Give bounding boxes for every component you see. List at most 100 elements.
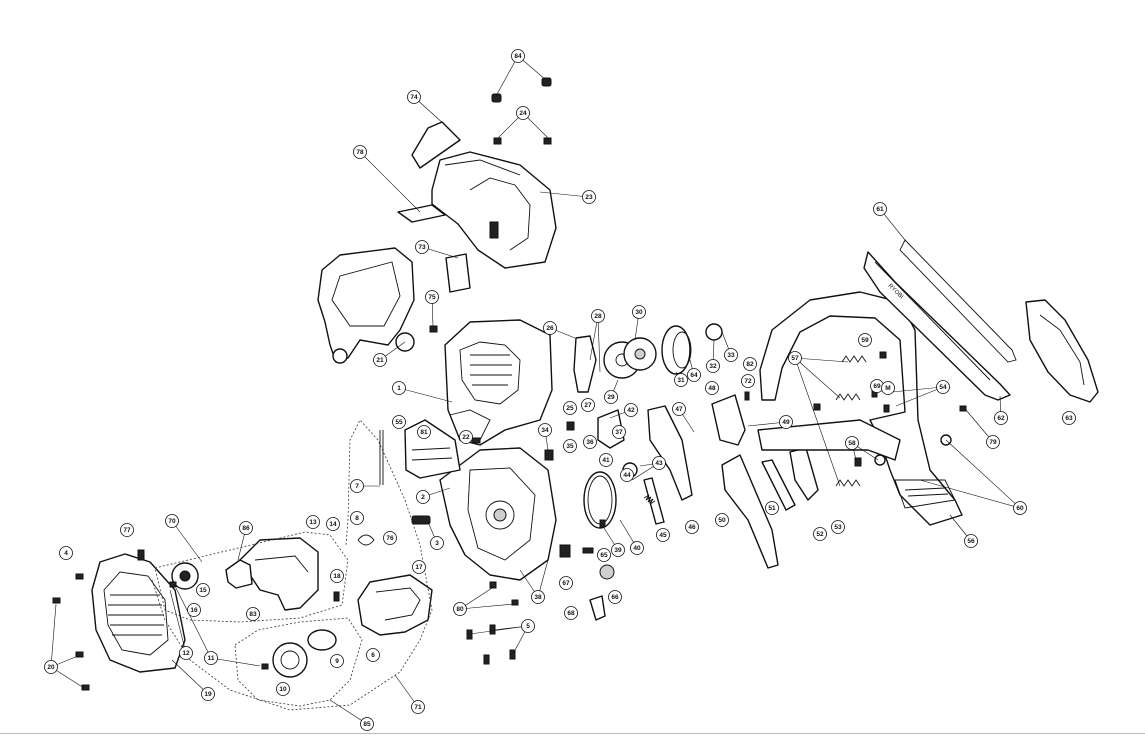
callout-16: 16 xyxy=(187,603,201,617)
callout-44: 44 xyxy=(620,468,634,482)
group-outlines xyxy=(151,419,433,711)
callout-number: 17 xyxy=(415,564,423,571)
callout-23: 23 xyxy=(582,190,596,204)
callout-number: 6 xyxy=(371,652,375,659)
callout-number: 67 xyxy=(562,580,570,587)
callout-number: 42 xyxy=(627,407,635,414)
callout-75: 75 xyxy=(425,290,439,304)
callout-51: 51 xyxy=(765,501,779,515)
air-filter-box xyxy=(357,574,433,636)
callout-13: 13 xyxy=(306,515,320,529)
hardware xyxy=(52,325,967,691)
callout-46: 46 xyxy=(685,520,699,534)
cover-bolts xyxy=(491,77,552,145)
callout-19: 19 xyxy=(201,687,215,701)
clutch-parts xyxy=(573,323,723,393)
callout-80: 80 xyxy=(453,602,467,616)
callout-number: 77 xyxy=(123,527,131,534)
top-cover xyxy=(431,151,557,269)
chain-brake-parts xyxy=(711,394,819,569)
callout-8: 8 xyxy=(350,511,364,525)
callout-number: 44 xyxy=(623,472,631,479)
callout-83: 83 xyxy=(246,607,260,621)
callout-labels: 8474247823736175212628306431323329272515… xyxy=(44,49,1076,731)
callout-41: 41 xyxy=(599,453,613,467)
callout-number: 62 xyxy=(997,415,1005,422)
callout-84: 84 xyxy=(511,49,525,63)
callout-number: 14 xyxy=(329,521,337,528)
callout-14: 14 xyxy=(326,517,340,531)
callout-number: 41 xyxy=(602,457,610,464)
callout-number: 10 xyxy=(279,686,287,693)
callout-3: 3 xyxy=(430,536,444,550)
callout-40: 40 xyxy=(630,541,644,555)
callout-number: 65 xyxy=(600,552,608,559)
callout-74: 74 xyxy=(407,90,421,104)
leader-lines xyxy=(50,55,1021,725)
callout-number: 23 xyxy=(585,194,593,201)
callout-68: 68 xyxy=(564,606,578,620)
callout-number: 46 xyxy=(688,524,696,531)
callout-number: 60 xyxy=(1016,505,1024,512)
callout-63: 63 xyxy=(1062,411,1076,425)
callout-65: 65 xyxy=(597,548,611,562)
callout-number: 83 xyxy=(249,611,257,618)
callout-number: 35 xyxy=(566,443,574,450)
callout-81: 81 xyxy=(417,425,431,439)
callout-number: 85 xyxy=(363,721,371,728)
callout-number: 26 xyxy=(546,325,554,332)
callout-number: 49 xyxy=(782,419,790,426)
callout-number: 38 xyxy=(534,594,542,601)
callout-number: 33 xyxy=(727,352,735,359)
callout-38: 38 xyxy=(531,590,545,604)
callout-12: 12 xyxy=(179,646,193,660)
callout-number: 16 xyxy=(190,607,198,614)
callout-number: 43 xyxy=(655,460,663,467)
bottom-rule xyxy=(0,733,1145,734)
callout-number: 59 xyxy=(861,337,869,344)
callout-17: 17 xyxy=(412,560,426,574)
callout-18: 18 xyxy=(330,569,344,583)
callout-number: 61 xyxy=(876,206,884,213)
callout-59: 59 xyxy=(858,333,872,347)
callout-71: 71 xyxy=(411,700,425,714)
callout-number: 36 xyxy=(586,439,594,446)
recoil-starter xyxy=(171,562,337,678)
callout-47: 47 xyxy=(672,402,686,416)
callout-11: 11 xyxy=(204,651,218,665)
callout-number: 3 xyxy=(435,540,439,547)
callout-number: M xyxy=(885,385,890,392)
callout-49: 49 xyxy=(779,415,793,429)
callout-number: 54 xyxy=(939,384,947,391)
callout-number: 31 xyxy=(677,377,685,384)
callout-number: 72 xyxy=(744,378,752,385)
callout-number: 12 xyxy=(182,650,190,657)
callout-61: 61 xyxy=(873,202,887,216)
callout-number: 45 xyxy=(659,532,667,539)
callout-58: 58 xyxy=(845,436,859,450)
callout-number: 32 xyxy=(709,363,717,370)
callout-number: 22 xyxy=(462,434,470,441)
callout-number: 84 xyxy=(514,53,522,60)
callout-76: 76 xyxy=(383,531,397,545)
callout-number: 4 xyxy=(64,550,68,557)
callout-10: 10 xyxy=(276,682,290,696)
callout-number: 75 xyxy=(428,294,436,301)
callout-number: 39 xyxy=(614,547,622,554)
callout-number: 73 xyxy=(418,244,426,251)
callout-number: 24 xyxy=(519,110,527,117)
callout-78: 78 xyxy=(353,145,367,159)
callout-2: 2 xyxy=(416,490,430,504)
callout-number: 21 xyxy=(376,357,384,364)
callout-22: 22 xyxy=(459,430,473,444)
callout-33: 33 xyxy=(724,348,738,362)
fuel-tank xyxy=(239,537,319,611)
callout-32: 32 xyxy=(706,359,720,373)
starter-housing xyxy=(91,553,186,673)
callout-29: 29 xyxy=(604,390,618,404)
carburetor xyxy=(225,559,253,589)
callout-number: 81 xyxy=(420,429,428,436)
engine-block xyxy=(444,319,553,446)
callout-number: 47 xyxy=(675,406,683,413)
